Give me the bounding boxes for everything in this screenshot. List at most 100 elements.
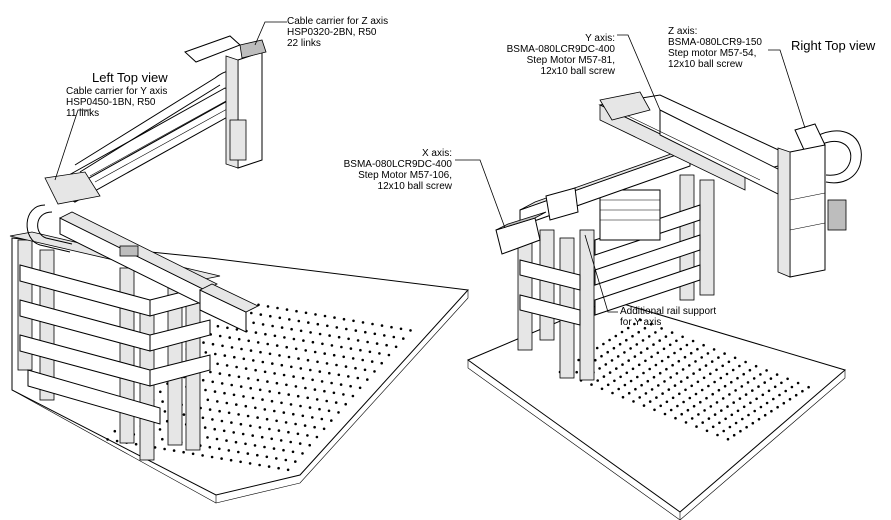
mounting-hole (235, 403, 238, 406)
mounting-hole (214, 352, 217, 356)
mounting-hole (246, 452, 250, 455)
mounting-hole (707, 384, 710, 388)
mounting-hole (277, 429, 281, 432)
mounting-hole (699, 400, 702, 404)
mounting-hole (163, 410, 167, 413)
mounting-hole (134, 442, 138, 446)
mounting-hole (682, 400, 685, 404)
mounting-hole (318, 407, 321, 411)
mounting-hole (657, 384, 660, 387)
mounting-hole (225, 401, 229, 405)
mounting-hole (742, 405, 746, 409)
mounting-hole (615, 367, 618, 370)
mounting-hole (688, 364, 691, 367)
mounting-hole (659, 404, 662, 408)
mounting-hole (669, 408, 673, 412)
mounting-hole (294, 460, 297, 463)
mounting-hole (402, 337, 405, 340)
mounting-hole (370, 360, 374, 363)
mounting-hole (294, 422, 297, 426)
mounting-hole (250, 311, 253, 315)
mounting-hole (261, 323, 265, 326)
mounting-hole (734, 421, 738, 425)
mounting-hole (260, 435, 264, 439)
right-assembly (466, 91, 862, 520)
mounting-hole (316, 322, 320, 326)
mounting-hole (613, 379, 616, 383)
mounting-hole (273, 372, 276, 375)
mounting-hole (294, 385, 298, 388)
mounting-hole (684, 421, 688, 424)
mounting-hole (239, 422, 243, 426)
mounting-hole (694, 392, 698, 396)
mounting-hole (232, 393, 236, 397)
mounting-hole (286, 468, 290, 472)
mounting-hole (701, 421, 704, 424)
mounting-hole (268, 352, 272, 356)
mounting-hole (761, 393, 765, 397)
mounting-hole (612, 346, 616, 350)
x-axis-label: X axis: BSMA-080LCR9DC-400 Step Motor M5… (343, 148, 452, 192)
mounting-hole (646, 347, 649, 350)
mounting-hole (161, 400, 164, 403)
mounting-hole (267, 465, 271, 468)
mounting-hole (610, 359, 614, 362)
mounting-hole (347, 375, 350, 378)
mounting-hole (711, 392, 714, 396)
mounting-hole (734, 389, 737, 392)
mounting-hole (330, 381, 333, 385)
mounting-hole (796, 381, 800, 385)
mounting-hole (216, 324, 220, 328)
mounting-hole (727, 360, 731, 364)
mounting-hole (696, 380, 700, 384)
left-z-axis (184, 35, 267, 169)
mounting-hole (676, 404, 679, 408)
mounting-hole (313, 425, 316, 429)
mounting-hole (736, 376, 739, 380)
mounting-hole (675, 372, 679, 375)
mounting-hole (354, 329, 358, 332)
mounting-hole (649, 322, 653, 326)
mounting-hole (646, 379, 650, 383)
mounting-hole (113, 429, 117, 433)
mounting-hole (216, 362, 219, 366)
mounting-hole (661, 392, 664, 395)
mounting-hole (210, 455, 214, 459)
mounting-hole (680, 412, 683, 416)
mounting-hole (342, 317, 346, 321)
mounting-hole (280, 363, 284, 367)
mounting-hole (211, 380, 214, 384)
mounting-hole (228, 336, 231, 339)
mounting-hole (344, 365, 348, 368)
mounting-hole (674, 416, 677, 420)
mounting-hole (399, 327, 403, 331)
mounting-hole (643, 326, 647, 330)
mounting-hole (660, 359, 664, 363)
mounting-hole (772, 397, 775, 401)
mounting-hole (191, 452, 195, 456)
mounting-hole (287, 430, 290, 434)
mounting-hole (306, 396, 310, 400)
mounting-hole (280, 326, 284, 329)
mounting-hole (201, 454, 204, 457)
y-axis-label: Y axis: BSMA-080LCR9DC-400 Step Motor M5… (506, 33, 615, 77)
mounting-hole (678, 392, 681, 396)
mounting-hole (263, 370, 267, 374)
mounting-hole (721, 397, 725, 400)
mounting-hole (282, 411, 286, 414)
mounting-hole (648, 367, 651, 371)
mounting-hole (631, 334, 634, 338)
mounting-hole (733, 356, 737, 360)
mounting-hole (232, 431, 235, 434)
mounting-hole (667, 388, 671, 391)
mounting-hole (631, 367, 635, 371)
mounting-hole (259, 313, 263, 316)
mounting-hole (115, 439, 119, 443)
left-top-view-title: Left Top view (92, 70, 168, 85)
mounting-hole (685, 343, 689, 347)
mounting-hole (229, 458, 233, 462)
mounting-hole (242, 357, 246, 361)
mounting-hole (602, 342, 605, 346)
mounting-hole (270, 399, 274, 403)
mounting-hole (239, 385, 243, 388)
